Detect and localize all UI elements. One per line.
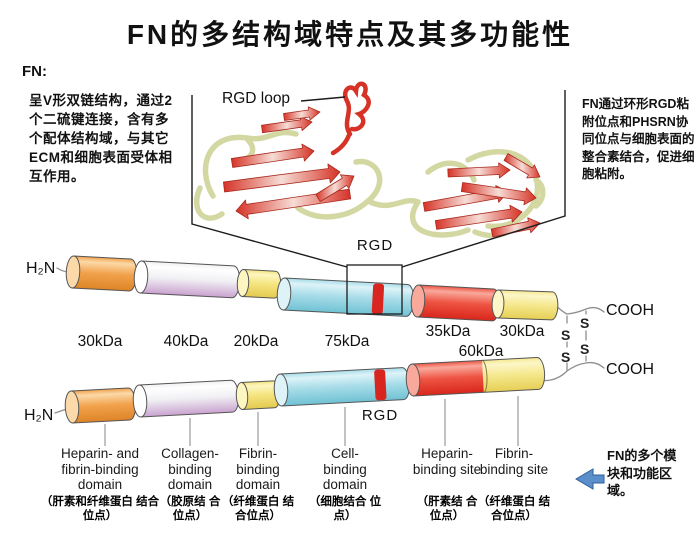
kda-35: 35kDa [425, 323, 471, 340]
kda-30-1: 30kDa [77, 333, 123, 350]
beta-strand-ribbon [503, 153, 541, 179]
rgd-label-top: RGD [356, 237, 394, 254]
n-terminus-bottom: H₂N [24, 407, 54, 424]
segment-collagen-binding-domain [133, 260, 241, 299]
segment-cell-binding-domain [273, 367, 411, 407]
page-title: FN的多结构域特点及其多功能性 [126, 19, 574, 50]
kda-20: 20kDa [233, 333, 279, 350]
beta-strand-ribbon [434, 204, 523, 230]
beta-strand-ribbon [230, 143, 315, 168]
beta-strand-ribbon [261, 116, 313, 134]
n-terminus-top: H₂N [26, 260, 56, 277]
label-zh-collagen-domain: （胶原结 合位点） [159, 496, 221, 522]
kda-30-2: 30kDa [499, 323, 545, 340]
rgd-note: FN通过环形RGD粘附位点和PHSRN协同位点与细胞表面的整合素结合，促进细胞粘… [582, 97, 695, 181]
beta-strand-ribbon [283, 106, 321, 121]
label-zh-cell-domain: （细胞结合 位点） [308, 496, 382, 522]
kda-60: 60kDa [458, 343, 504, 360]
beta-strand-ribbon [490, 217, 541, 238]
intro-body: 呈V形双链结构，通过2个二硫键连接，含有多个配体结构域，与其它ECM和细胞表面受… [29, 93, 173, 184]
sulfur-2: S [561, 349, 571, 365]
rgd-loop-label: RGD loop [222, 90, 291, 107]
segment-collagen-binding-domain [132, 379, 240, 418]
segment-fibrin-binding-domain [235, 380, 281, 411]
segment-fibrin-binding-domain [236, 268, 282, 299]
segment-fibrin-binding-site [491, 289, 559, 321]
rgd-highlight-box [346, 264, 403, 315]
footer-note: FN的多个模块和功能区域。 [607, 448, 677, 498]
label-collagen-domain: Collagen- binding domain [161, 446, 219, 492]
label-cell-domain: Cell- binding domain [322, 446, 368, 492]
beta-strand-ribbon [460, 182, 537, 206]
segment-cell-binding-domain [276, 277, 415, 317]
segment-heparin-fibrin-binding-domain [65, 255, 138, 292]
label-heparin-fibrin-domain: Heparin- and fibrin-binding domain [60, 446, 140, 492]
rgd-loop-structure [342, 81, 371, 137]
label-fibrin-domain: Fibrin- binding domain [235, 446, 281, 492]
sulfur-4: S [580, 341, 590, 357]
sulfur-3: S [580, 315, 590, 331]
label-fibrin-site: Fibrin- binding site [479, 446, 549, 477]
segment-heparin-binding-site [405, 356, 546, 397]
rgd-label-bottom: RGD [361, 407, 399, 424]
sulfur-1: S [561, 327, 571, 343]
beta-strand-ribbon [447, 162, 511, 179]
foreground-shapes [191, 90, 605, 490]
disulfide-bonds [537, 300, 605, 382]
segment-heparin-binding-site [410, 284, 501, 322]
c-terminus-top: COOH [606, 302, 654, 319]
segment-heparin-fibrin-binding-domain [64, 387, 137, 424]
label-zh-fibrin-site: （纤维蛋白 结合位点） [477, 496, 551, 522]
rgd-band [371, 283, 385, 315]
rgd-band [374, 369, 387, 401]
intro-heading: FN: [22, 63, 47, 80]
beta-strand-ribbon [315, 174, 355, 203]
label-zh-fibrin-domain: （纤维蛋白 结合位点） [221, 496, 295, 522]
label-zh-heparin-site: （肝素结 合位点） [416, 496, 478, 522]
zoom-funnel [191, 90, 566, 315]
beta-strand-ribbon [222, 163, 341, 193]
c-terminus-bottom: COOH [606, 361, 654, 378]
label-heparin-site: Heparin- binding site [412, 446, 482, 477]
label-zh-heparin-fibrin-domain: （肝素和纤维蛋白 结合位点） [40, 496, 160, 522]
left-arrow-icon [575, 468, 605, 490]
rgd-loop-pointer-line [300, 96, 346, 102]
kda-40: 40kDa [163, 333, 209, 350]
kda-75: 75kDa [324, 333, 370, 350]
